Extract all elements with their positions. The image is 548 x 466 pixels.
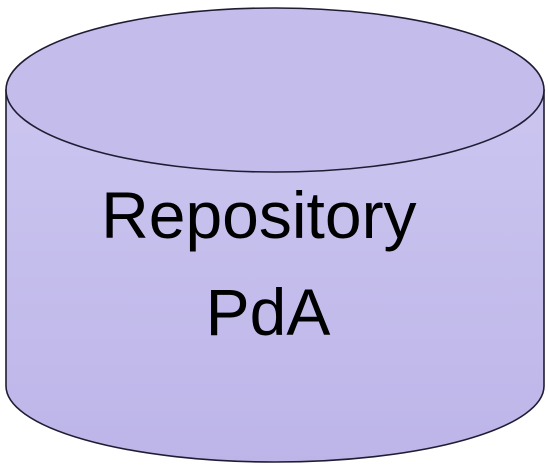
repository-cylinder (5, 7, 545, 463)
cylinder-body (5, 89, 545, 463)
cylinder-top (5, 7, 545, 173)
label-line-2: PdA (206, 275, 331, 349)
cylinder-label: Repository PdA (101, 178, 435, 349)
label-line-1: Repository (101, 178, 416, 252)
